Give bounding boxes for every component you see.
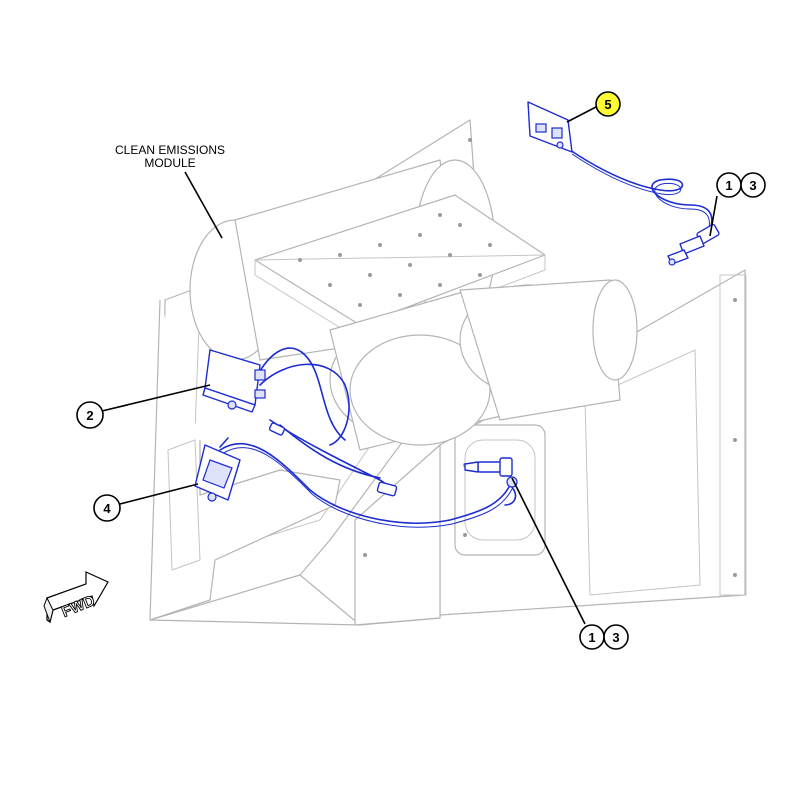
leader-callout-2	[101, 384, 211, 412]
scr-canister-2-body	[459, 279, 621, 421]
controller-2	[202, 349, 266, 413]
callout-4-label: 4	[103, 501, 111, 516]
callout-1-lower-label: 1	[588, 630, 595, 645]
module-label-line1: CLEAN EMISSIONS	[115, 143, 225, 157]
right-panel-window	[584, 349, 701, 596]
front-lower-panel	[354, 444, 441, 626]
module-label-line2: MODULE	[144, 156, 195, 170]
callout-2-label: 2	[86, 408, 93, 423]
clean-emissions-module-label: CLEAN EMISSIONS MODULE	[115, 143, 225, 170]
right-panel-flange	[719, 274, 747, 596]
sensor-module-4	[194, 437, 241, 502]
leader-module-label	[184, 171, 223, 239]
wiring-harness	[194, 101, 720, 528]
leader-callout-1-3-upper	[709, 195, 718, 237]
leader-lines	[101, 106, 718, 625]
left-lower-window	[167, 439, 201, 571]
control-module-5	[527, 101, 573, 153]
enclosure-housing	[149, 119, 747, 626]
harness-connector	[268, 422, 398, 497]
scr-canister-2-right-end	[592, 279, 638, 381]
sensor-opening	[464, 439, 536, 541]
callout-2: 2	[76, 401, 104, 429]
callout-3-upper: 3	[740, 172, 766, 198]
callout-5-label: 5	[604, 97, 611, 112]
harness-main-loop-2	[259, 363, 350, 446]
leader-callout-5	[566, 106, 597, 123]
callout-1-lower: 1	[579, 624, 605, 650]
callout-1-upper: 1	[716, 172, 742, 198]
leader-callout-4	[119, 483, 199, 505]
harness-down-loop	[279, 424, 381, 479]
scr-canister-1-face	[349, 334, 491, 446]
callout-5: 5	[595, 91, 621, 117]
harness-upper-sensor-inner	[571, 153, 710, 233]
callout-4: 4	[93, 494, 121, 522]
callout-1-upper-label: 1	[725, 178, 732, 193]
lower-nox-sensor	[464, 457, 518, 488]
harness-main-loop-1	[254, 347, 346, 441]
fwd-arrow: FWD	[43, 571, 109, 624]
callout-3-lower: 3	[603, 624, 629, 650]
harness-lower-sensor	[219, 442, 511, 524]
harness-upper-sensor	[569, 149, 713, 231]
sensor-opening-plate	[454, 424, 546, 556]
leader-callout-1-3-lower	[511, 477, 586, 625]
callout-3-upper-label: 3	[749, 178, 756, 193]
harness-lower-sensor-inner	[221, 447, 513, 528]
callout-3-lower-label: 3	[612, 630, 619, 645]
upper-nox-sensor	[667, 223, 720, 266]
